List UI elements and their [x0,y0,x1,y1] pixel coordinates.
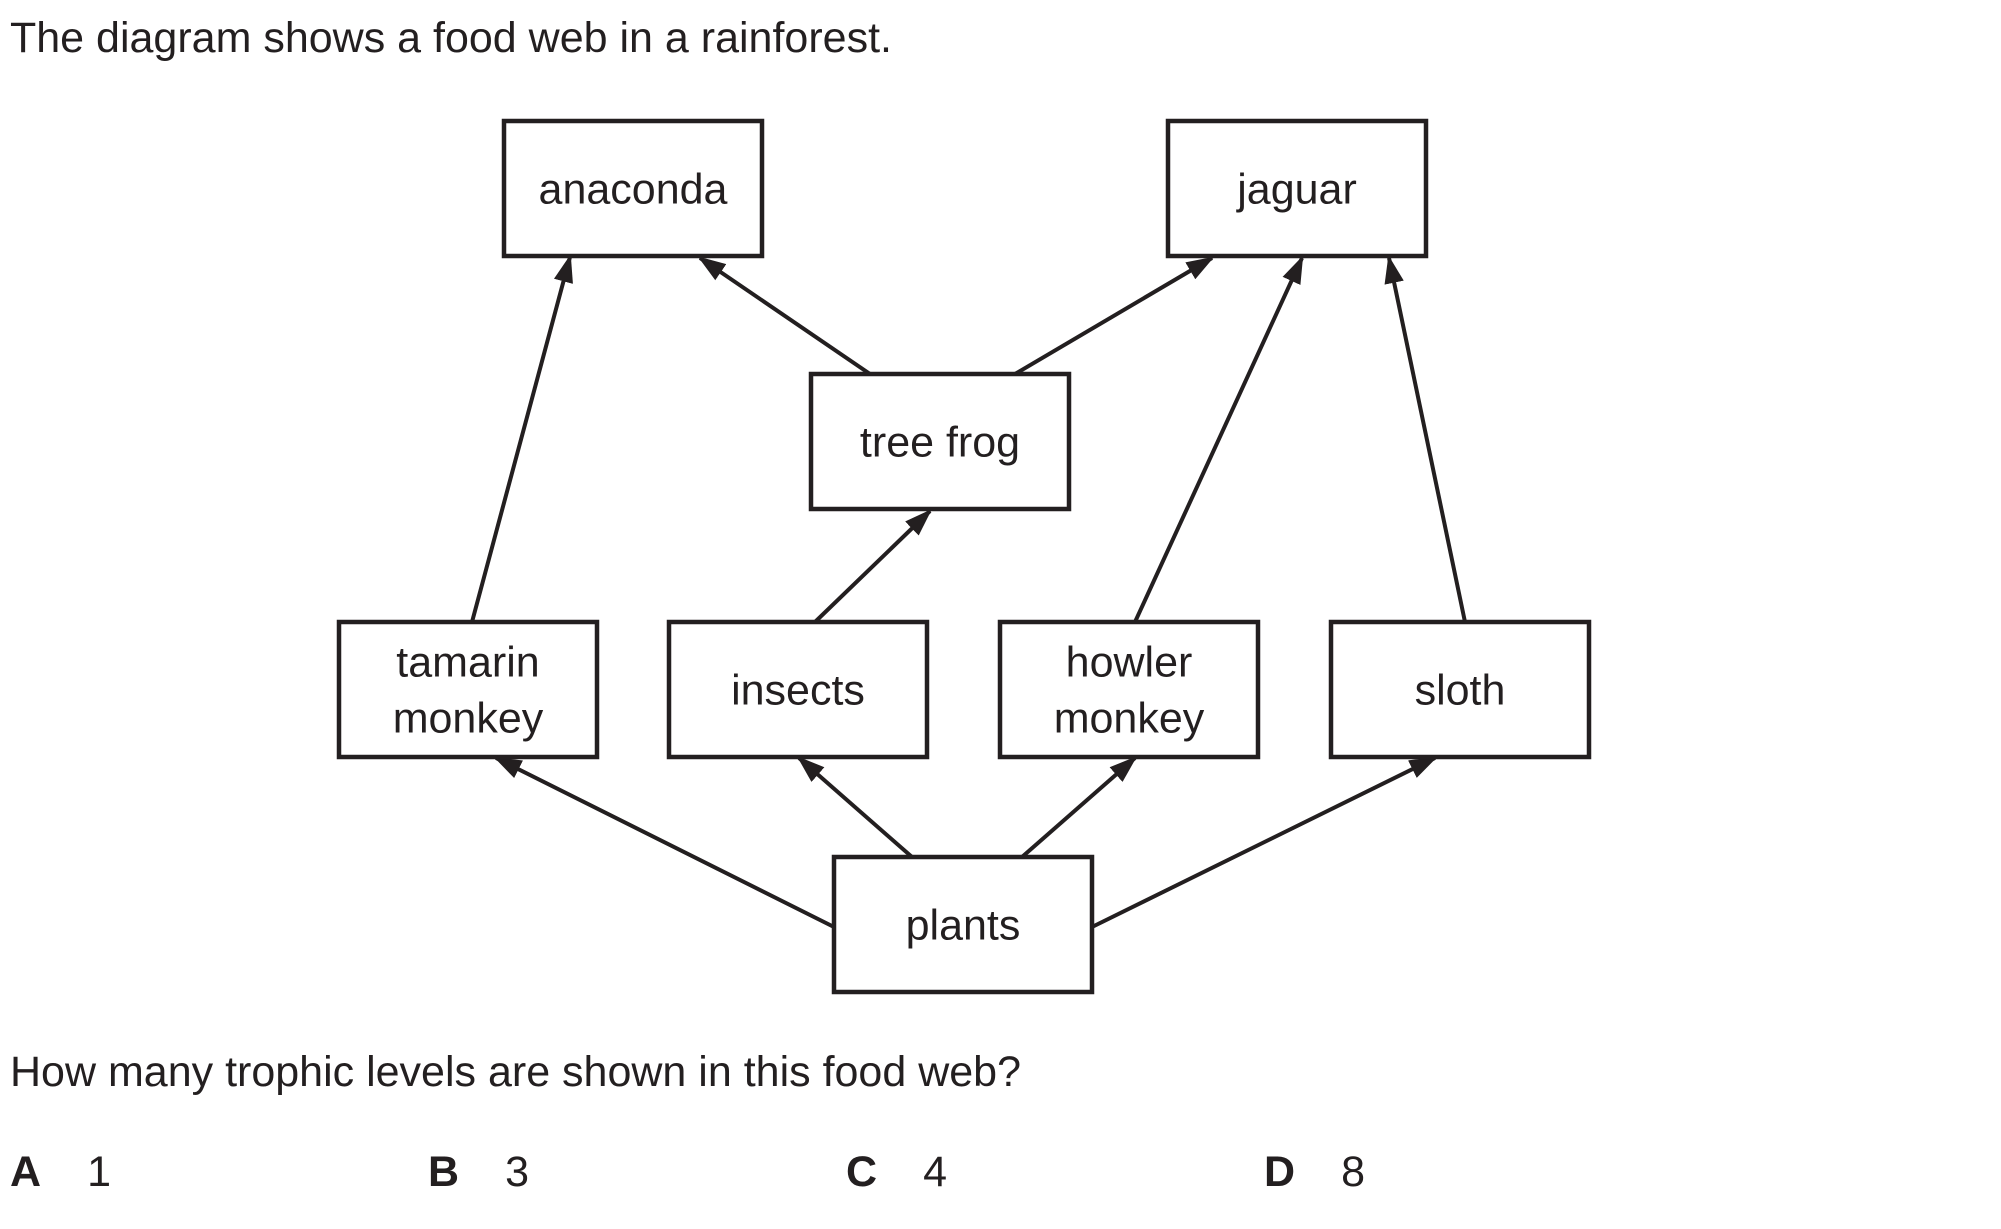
node-label: monkey [393,695,544,743]
node-label: tree frog [860,419,1020,467]
node-label: anaconda [539,166,728,214]
option-letter: D [1264,1148,1296,1196]
node-howler-monkey: howler monkey [997,619,1261,760]
node-insects: insects [666,619,930,760]
node-box [336,619,600,760]
option-letter: C [846,1148,878,1196]
node-box [808,371,1072,512]
arrow-insects-to-tree-frog [813,509,933,624]
node-label: plants [906,902,1021,950]
node-tree-frog: tree frog [808,371,1072,512]
node-box [831,854,1095,995]
node-label: jaguar [1235,166,1357,214]
node-label: howler [1066,639,1193,687]
node-label: sloth [1415,667,1506,715]
arrow-sloth-to-jaguar [1384,255,1467,623]
node-box [501,118,765,259]
intro-text: The diagram shows a food web in a rainfo… [10,14,892,62]
node-sloth: sloth [1328,619,1592,760]
option-value: 8 [1341,1148,1365,1196]
node-label: tamarin [396,639,539,687]
arrow-tree-frog-to-anaconda [697,256,872,376]
node-plants: plants [831,854,1095,995]
arrow-howler-monkey-to-jaguar [1133,255,1304,623]
arrow-plants-to-insects [796,756,914,859]
question-text: How many trophic levels are shown in thi… [10,1048,1022,1096]
node-jaguar: jaguar [1165,118,1429,259]
arrow-plants-to-howler-monkey [1020,756,1138,859]
option-letter: A [10,1148,42,1196]
option-value: 1 [87,1148,111,1196]
option-value: 4 [923,1148,947,1196]
node-box [1165,118,1429,259]
node-box [1328,619,1592,760]
node-label: insects [731,667,865,715]
node-label: monkey [1054,695,1205,743]
option-value: 3 [505,1148,529,1196]
option-letter: B [428,1148,460,1196]
food-web-diagram: anaconda jaguar tree frog tamarin monkey inse… [336,118,1592,995]
node-anaconda: anaconda [501,118,765,259]
node-tamarin-monkey: tamarin monkey [336,619,600,760]
node-box [666,619,930,760]
arrow-plants-to-sloth [1091,756,1438,929]
node-box [997,619,1261,760]
arrow-plants-to-tamarin-monkey [493,756,835,929]
arrow-tamarin-monkey-to-anaconda [470,254,573,623]
arrow-tree-frog-to-jaguar [1013,256,1215,376]
